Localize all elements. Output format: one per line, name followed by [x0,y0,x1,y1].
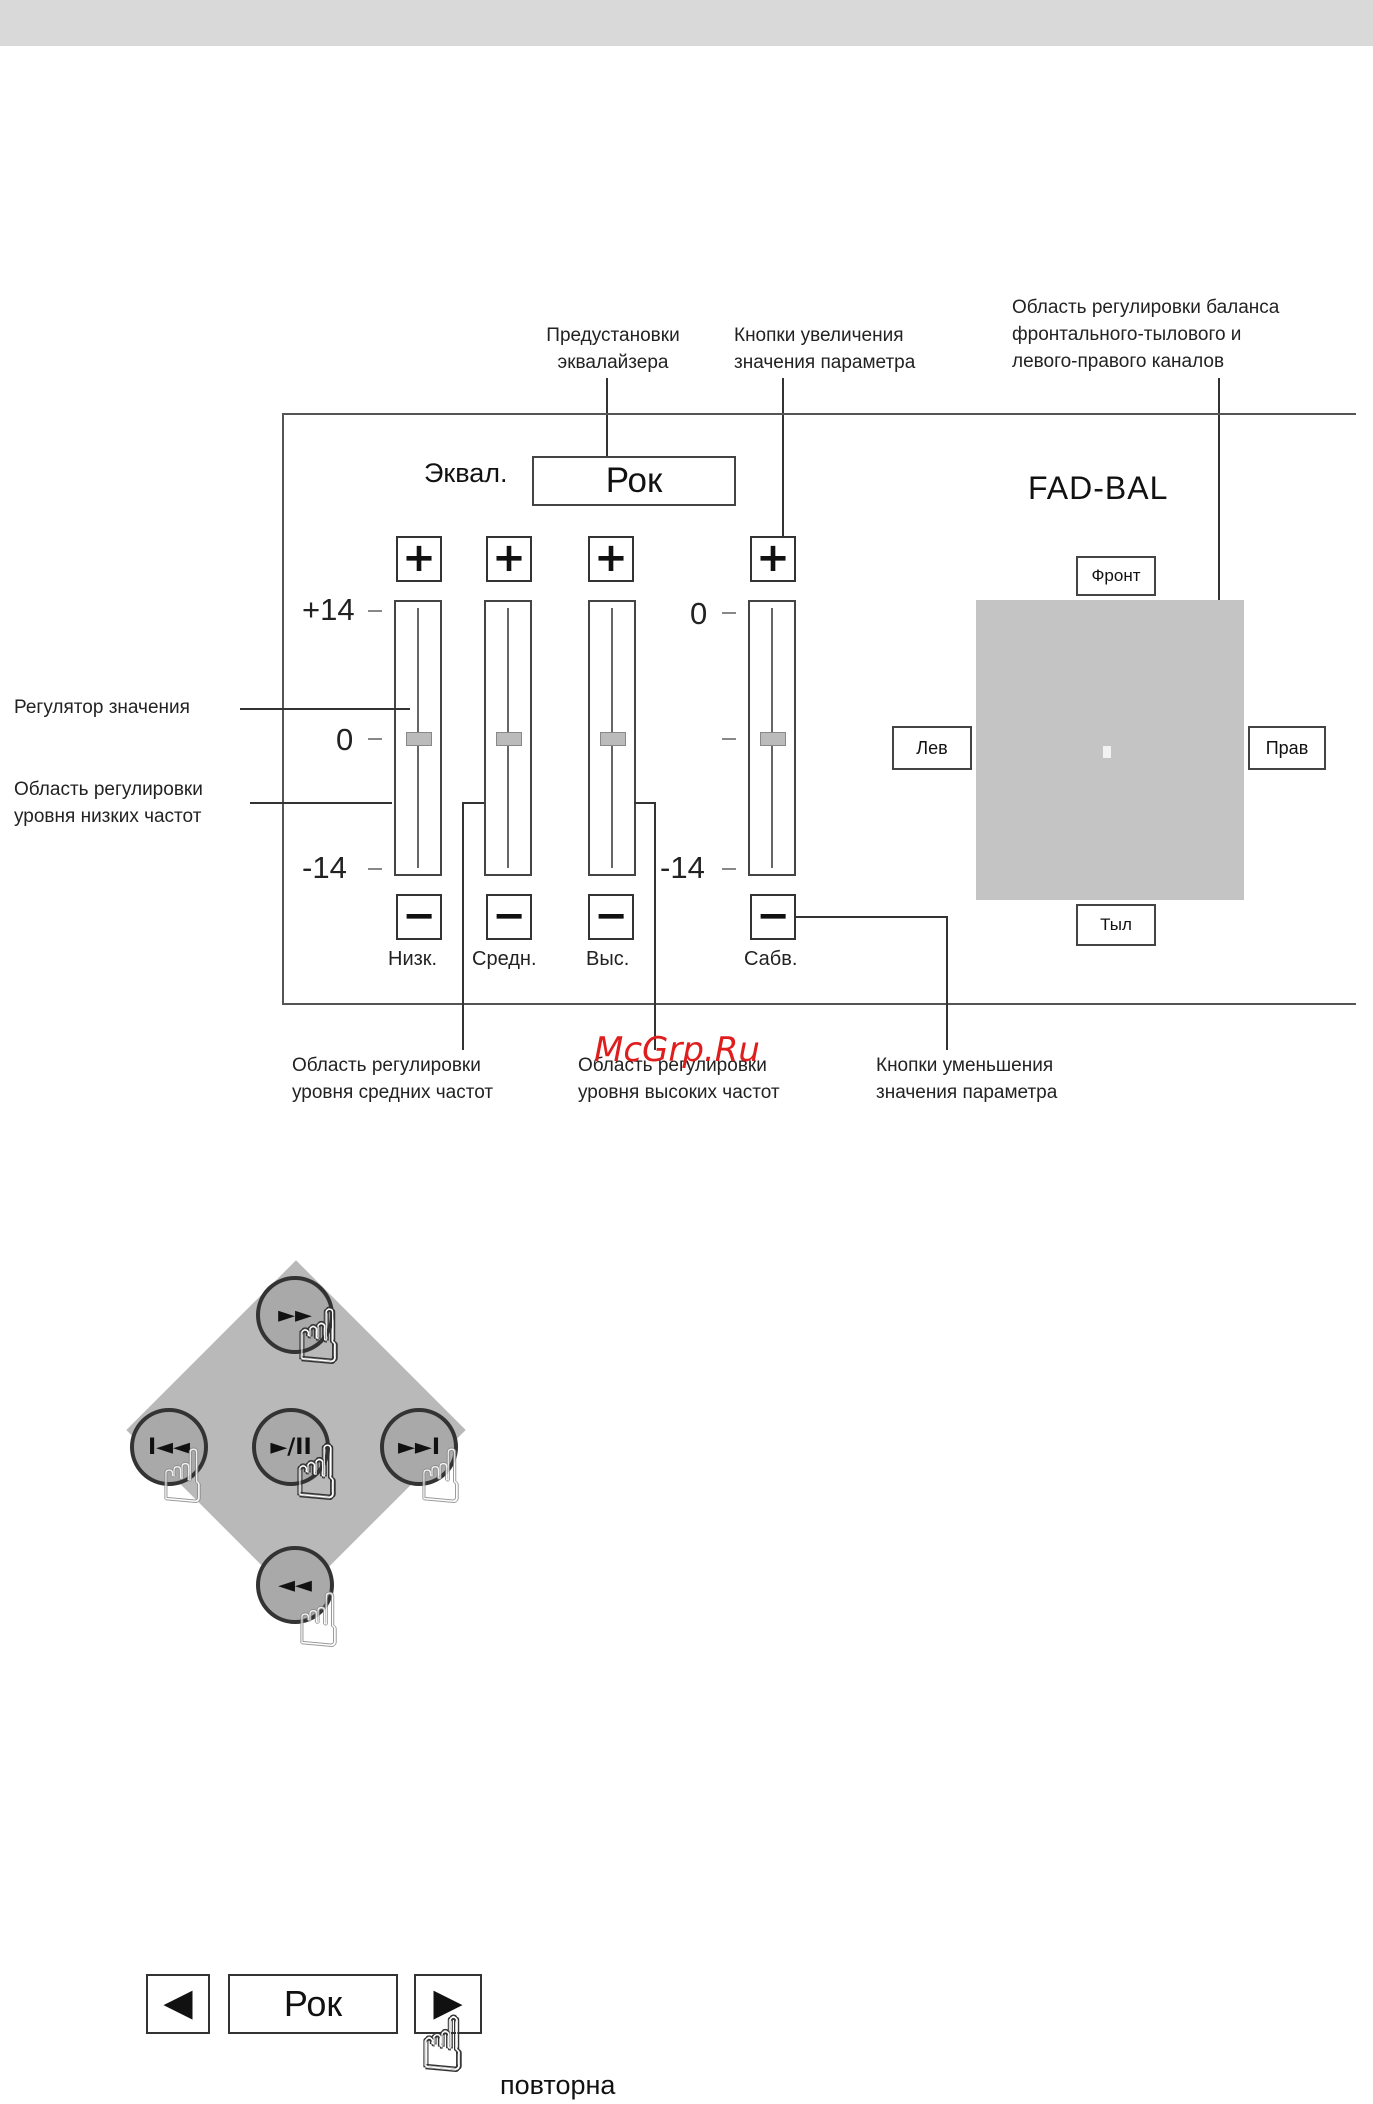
rewind-button[interactable]: ◄◄ [256,1546,334,1624]
callout-high-area: Область регулировки уровня высоких часто… [578,1055,780,1103]
leader-increase [782,378,784,536]
top-header-bar [0,0,1373,46]
fast-forward-button[interactable]: ►► [256,1276,334,1354]
low-slider[interactable] [394,600,442,876]
sub-tick-bottom [722,868,736,870]
tick-middle [368,738,382,740]
play-pause-button[interactable]: ►/II [252,1408,330,1486]
callout-regulator: Регулятор значения [14,697,190,718]
low-plus-button[interactable]: + [396,536,442,582]
callout-balance-area: Область регулировки баланса фронтального… [1012,297,1280,372]
hand-pointer-dashed-icon: ☝ [418,1434,464,1520]
right-button[interactable]: Прав [1248,726,1326,770]
hand-pointer-icon: ☝ [296,1294,342,1380]
sub-slider[interactable] [748,600,796,876]
mid-slider[interactable] [484,600,532,876]
leader-high [654,802,656,1050]
hand-pointer-icon: ☝ [294,1430,340,1516]
prev-preset-button[interactable]: ◀ [146,1974,210,2034]
leader-balance [1218,378,1220,640]
high-slider[interactable] [588,600,636,876]
sub-tick-middle [722,738,736,740]
fadbal-title: FAD-BAL [1028,470,1169,506]
mid-minus-button[interactable]: − [486,894,532,940]
band-label-mid: Средн. [472,948,537,970]
tick-bottom [368,868,382,870]
leader-mid-top [462,802,484,804]
band-label-high: Выс. [586,948,630,970]
low-minus-button[interactable]: − [396,894,442,940]
sub-scale-bottom-label: -14 [660,850,705,885]
watermark: McGrp.Ru [594,1030,760,1070]
scale-middle-label: 0 [336,722,354,757]
balance-point [1103,746,1111,758]
hand-pointer-dashed-icon: ☝ [296,1578,342,1664]
callout-mid-area: Область регулировки уровня средних часто… [292,1055,494,1103]
callout-low-area: Область регулировки уровня низких частот [14,779,203,827]
tick-top [368,610,382,612]
scale-bottom-label: -14 [302,850,347,885]
high-slider-knob[interactable] [600,732,626,746]
left-button[interactable]: Лев [892,726,972,770]
sub-plus-button[interactable]: + [750,536,796,582]
equalizer-label: Эквал. [424,458,508,488]
next-track-button[interactable]: ►►I [380,1408,458,1486]
mid-plus-button[interactable]: + [486,536,532,582]
hand-pointer-dashed-icon: ☝ [160,1434,206,1520]
preset-value-display: Рок [228,1974,398,2034]
leader-regulator [240,708,410,710]
sub-minus-button[interactable]: − [750,894,796,940]
band-label-sub: Сабв. [744,948,798,970]
preset-display[interactable]: Рок [532,456,736,506]
scale-top-label: +14 [302,592,355,627]
leader-decrease-v [946,916,948,1050]
previous-track-button[interactable]: I◄◄ [130,1408,208,1486]
sub-scale-top-label: 0 [690,596,708,631]
callout-increase-buttons: Кнопки увеличения значения параметра [734,325,916,373]
high-plus-button[interactable]: + [588,536,634,582]
band-label-low: Низк. [388,948,438,970]
front-button[interactable]: Фронт [1076,556,1156,596]
repeat-caption: повторна [500,2070,616,2100]
callout-decrease-buttons: Кнопки уменьшения значения параметра [876,1055,1058,1103]
leader-decrease-h [796,916,948,918]
leader-presets [606,378,608,456]
sub-slider-knob[interactable] [760,732,786,746]
leader-low-area [250,802,392,804]
rear-button[interactable]: Тыл [1076,904,1156,946]
sub-tick-top [722,612,736,614]
mid-slider-knob[interactable] [496,732,522,746]
next-preset-button[interactable]: ▶ [414,1974,482,2034]
leader-high-top [634,802,656,804]
callout-presets: Предустановки эквалайзера [546,325,680,373]
high-minus-button[interactable]: − [588,894,634,940]
leader-mid [462,802,464,1050]
low-slider-knob[interactable] [406,732,432,746]
hand-pointer-icon: ☝ [420,2002,466,2088]
